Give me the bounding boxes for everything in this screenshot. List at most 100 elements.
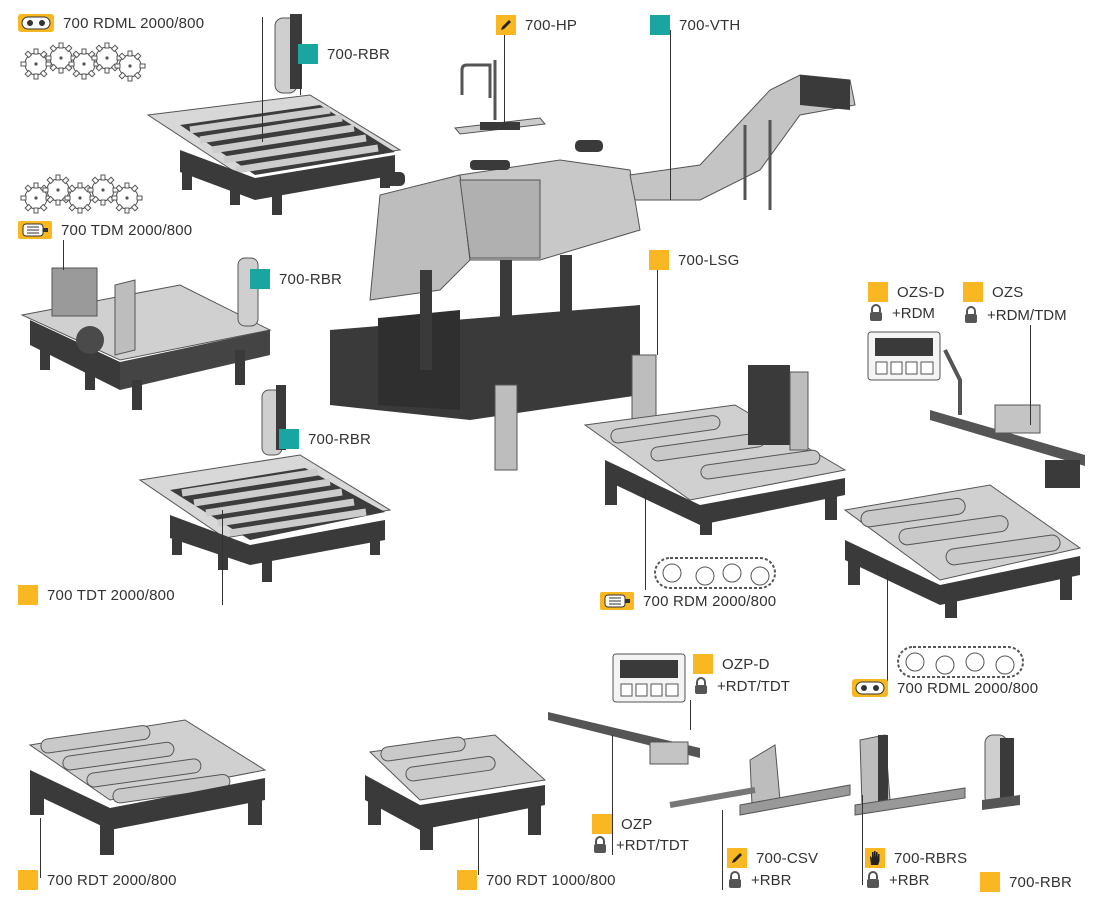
label-ozs-d: OZS-D: [868, 282, 945, 302]
chain-drive-rdm: [654, 557, 776, 589]
label-csv: 700-CSV: [727, 848, 818, 868]
label-text: 700 RDML 2000/800: [63, 14, 205, 32]
motor-icon: [18, 221, 52, 239]
leader-lsg: [657, 270, 658, 355]
leader-csv: [722, 810, 723, 890]
label-rbr-br: 700-RBR: [980, 872, 1072, 892]
leader-rdt-small: [478, 810, 479, 875]
eye-icon: [18, 14, 54, 32]
hand-icon: [865, 848, 885, 868]
leader-ozp: [612, 735, 613, 855]
label-text: OZS-D: [897, 283, 945, 301]
teal-marker: [279, 429, 299, 449]
label-text: 700-VTH: [679, 16, 741, 34]
chain-drive-rdml: [897, 646, 1024, 678]
label-hp: 700-HP: [496, 15, 577, 35]
yellow-marker: [457, 870, 477, 890]
yellow-marker: [18, 870, 38, 890]
leader-tdt: [222, 510, 223, 605]
leader-rdml-right: [887, 570, 888, 685]
leader-hp: [504, 30, 505, 125]
pencil-icon: [496, 15, 516, 35]
motor-icon: [600, 592, 634, 610]
roller-table-rdt-2000: [28, 719, 267, 855]
roller-table-tdt: [138, 385, 392, 582]
sublabel-text: +RBR: [751, 871, 792, 889]
leader-vth: [670, 30, 671, 200]
sublabel-text: +RDT/TDT: [717, 677, 790, 695]
leader-ozs: [1030, 325, 1031, 425]
label-rdml-right: 700 RDML 2000/800: [852, 679, 1038, 697]
yellow-marker: [868, 282, 888, 302]
roller-table-rdt-1000: [365, 734, 547, 850]
sublabel-rbrs: +RBR: [865, 871, 929, 889]
leader-rdm: [645, 490, 646, 590]
label-rbr-top: 700-RBR: [298, 44, 390, 64]
label-ozp: OZP: [592, 814, 652, 834]
leader-tdm: [63, 240, 64, 270]
lock-icon: [963, 306, 979, 324]
teal-marker: [650, 15, 670, 35]
leader-rdml-top: [262, 17, 263, 142]
sublabel-text: +RDM: [892, 304, 935, 322]
yellow-marker: [980, 872, 1000, 892]
yellow-marker: [649, 250, 669, 270]
teal-marker: [250, 269, 270, 289]
measuring-rail-ozs: [930, 349, 1085, 488]
label-rdm: 700 RDM 2000/800: [600, 592, 776, 610]
label-text: 700 TDM 2000/800: [61, 221, 193, 239]
lock-icon: [865, 871, 881, 889]
measuring-rail-ozp: [548, 712, 700, 765]
label-text: 700 RDT 2000/800: [47, 871, 177, 889]
roller-conveyor-rdm: [583, 365, 847, 535]
label-text: 700-HP: [525, 16, 578, 34]
sublabel-ozs-d: +RDM: [868, 304, 935, 322]
roller-conveyor-rdml-right: [843, 484, 1082, 618]
sublabel-ozp-d: +RDT/TDT: [693, 677, 790, 695]
lock-icon: [727, 871, 743, 889]
label-text: OZP: [621, 815, 653, 833]
yellow-marker: [18, 585, 38, 605]
support-rbrs: [854, 734, 966, 816]
pencil-icon: [727, 848, 747, 868]
label-text: 700-LSG: [678, 251, 740, 269]
roller-table-tdm: [20, 257, 272, 410]
teal-marker: [298, 44, 318, 64]
leader-rbr-top: [300, 55, 301, 95]
label-text: 700-RBR: [327, 45, 391, 63]
support-csv: [669, 744, 851, 816]
sublabel-ozs: +RDM/TDM: [963, 306, 1067, 324]
yellow-marker: [693, 654, 713, 674]
band-saw-machine: [330, 140, 657, 471]
label-text: 700 RDML 2000/800: [897, 679, 1039, 697]
label-ozs: OZS: [963, 282, 1023, 302]
label-text: 700-RBRS: [894, 849, 968, 867]
label-text: 700 RDT 1000/800: [486, 871, 616, 889]
label-lsg: 700-LSG: [649, 250, 739, 270]
sublabel-text: +RDT/TDT: [616, 836, 689, 854]
gear-row-mid: [20, 174, 143, 214]
label-rdml-top: 700 RDML 2000/800: [18, 14, 204, 32]
leader-rdt-big: [40, 818, 41, 878]
label-text: 700 RDM 2000/800: [643, 592, 777, 610]
lock-icon: [868, 304, 884, 322]
support-rbr: [982, 734, 1020, 810]
control-panel-ozs-d: [867, 331, 941, 381]
label-tdt: 700 TDT 2000/800: [18, 585, 175, 605]
chip-conveyor: [629, 74, 856, 210]
label-text: 700-CSV: [756, 849, 819, 867]
sublabel-ozp: +RDT/TDT: [592, 836, 689, 854]
label-text: 700-RBR: [1009, 873, 1073, 891]
sublabel-text: +RBR: [889, 871, 930, 889]
holder-hp: [454, 60, 546, 135]
label-ozp-d: OZP-D: [693, 654, 770, 674]
yellow-marker: [592, 814, 612, 834]
sublabel-text: +RDM/TDM: [987, 306, 1067, 324]
label-text: OZP-D: [722, 655, 770, 673]
label-text: 700 TDT 2000/800: [47, 586, 175, 604]
leader-rbrs: [862, 795, 863, 885]
lock-icon: [592, 836, 608, 854]
label-vth: 700-VTH: [650, 15, 740, 35]
